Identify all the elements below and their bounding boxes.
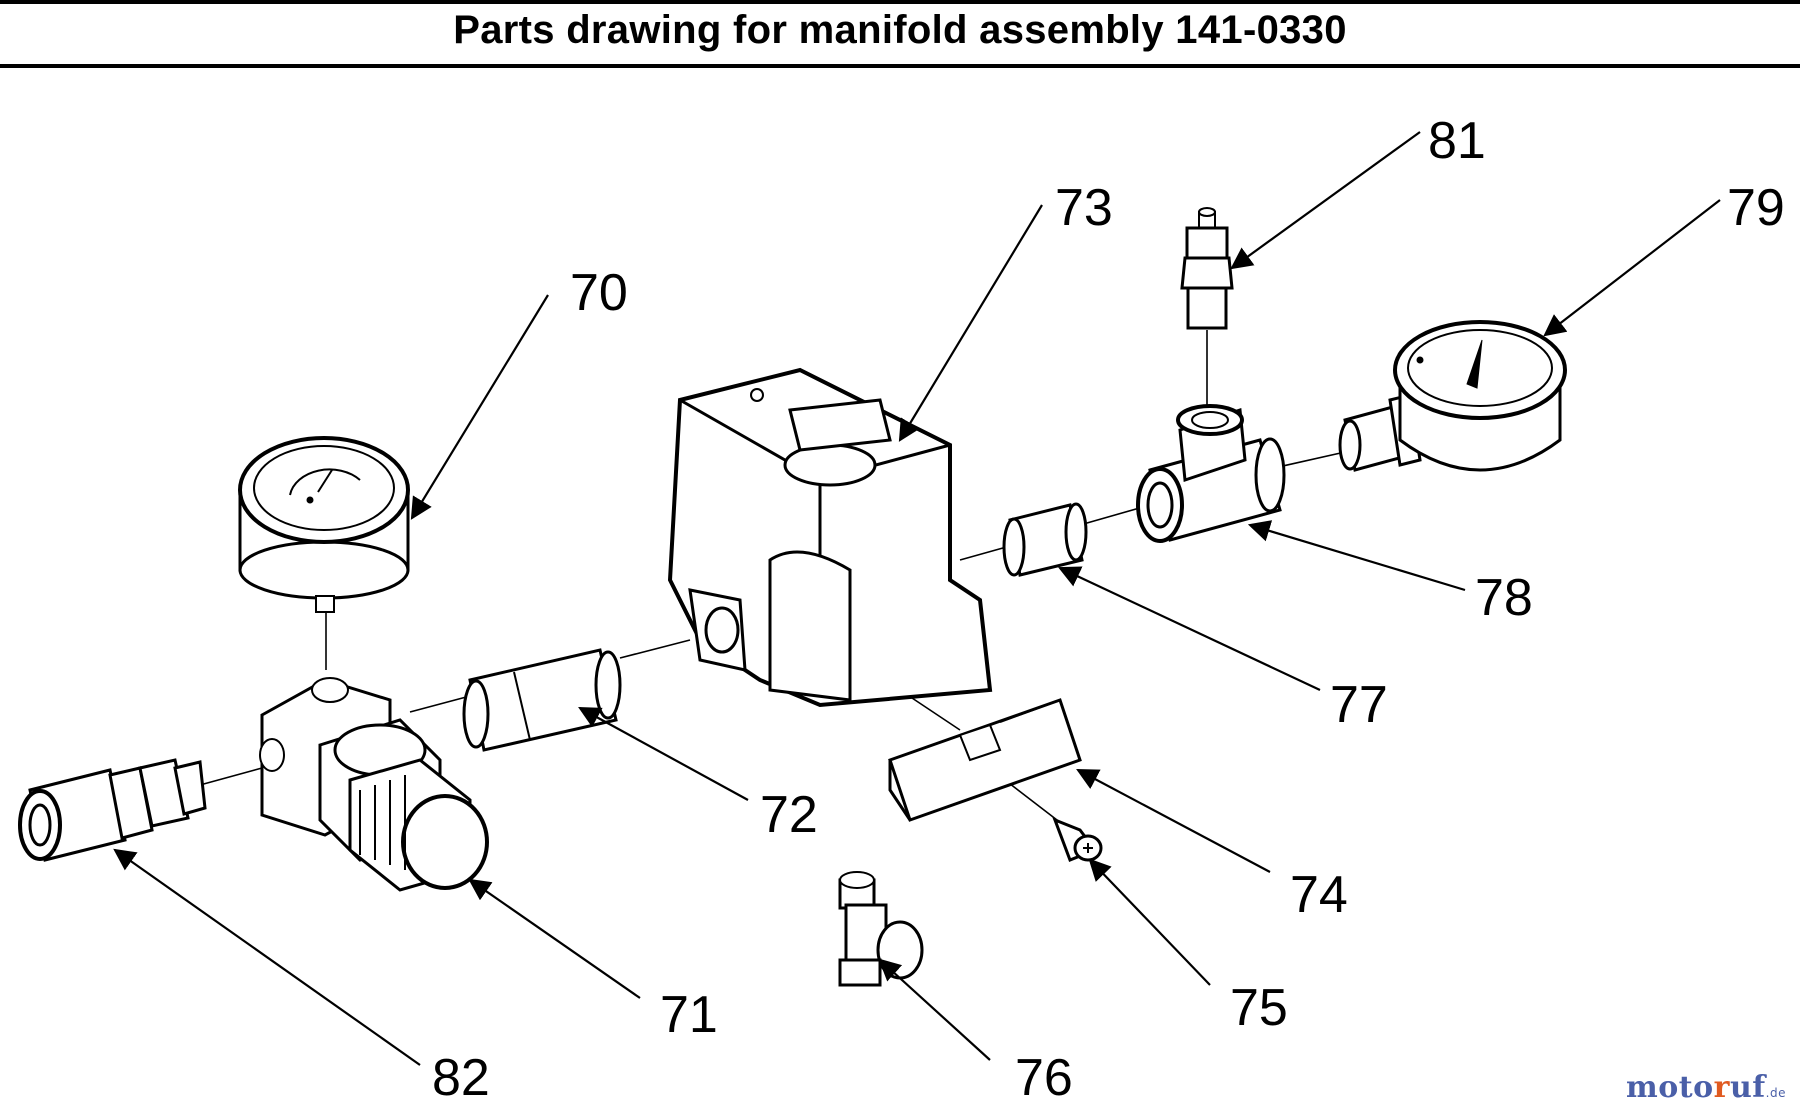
leader-81 [1230, 131, 1421, 270]
callout-82: 82 [432, 1049, 490, 1107]
leader-73 [898, 204, 1043, 442]
callout-70: 70 [570, 264, 628, 322]
part-75-screw[interactable] [1052, 817, 1103, 862]
leader-70 [410, 294, 549, 520]
part-70-regulator-gauge[interactable] [238, 436, 410, 613]
callout-73: 73 [1055, 179, 1113, 237]
callout-79: 79 [1727, 179, 1785, 237]
leader-lines [113, 131, 1721, 1066]
part-74-mounting-bracket[interactable] [888, 698, 1082, 822]
leader-82 [113, 848, 421, 1066]
leader-79 [1543, 199, 1721, 337]
leader-75 [1088, 858, 1211, 986]
callout-78: 78 [1475, 569, 1533, 627]
part-78-pipe-tee[interactable] [1136, 404, 1286, 543]
page-title: Parts drawing for manifold assembly 141-… [453, 8, 1347, 52]
callout-77: 77 [1330, 676, 1388, 734]
callout-74: 74 [1290, 866, 1348, 924]
leader-78 [1247, 520, 1466, 592]
leader-77 [1058, 566, 1321, 691]
leader-71 [468, 878, 641, 999]
leader-74 [1076, 768, 1271, 873]
part-76-unloader-valve[interactable] [838, 871, 924, 987]
title-underline [0, 64, 1800, 68]
callout-71: 71 [660, 986, 718, 1044]
part-77-short-nipple[interactable] [1002, 502, 1088, 577]
part-71-pressure-regulator[interactable] [259, 677, 489, 892]
top-rule [0, 0, 1800, 4]
leader-72 [578, 706, 749, 801]
callout-81: 81 [1428, 112, 1486, 170]
callout-76: 76 [1015, 1049, 1073, 1107]
callout-72: 72 [760, 786, 818, 844]
callout-numbers: 70 71 72 73 74 75 76 77 78 79 81 82 [432, 112, 1785, 1107]
part-72-pipe-nipple[interactable] [462, 648, 622, 752]
part-82-quick-coupler[interactable] [18, 758, 207, 862]
part-81-safety-valve[interactable] [1180, 207, 1234, 330]
header: Parts drawing for manifold assembly 141-… [0, 0, 1800, 70]
part-73-pressure-switch[interactable] [667, 367, 993, 708]
site-watermark-logo: motoruf.de [1626, 1070, 1786, 1105]
leader-76 [878, 958, 991, 1061]
callout-75: 75 [1230, 979, 1288, 1037]
part-79-tank-gauge[interactable] [1338, 320, 1567, 472]
